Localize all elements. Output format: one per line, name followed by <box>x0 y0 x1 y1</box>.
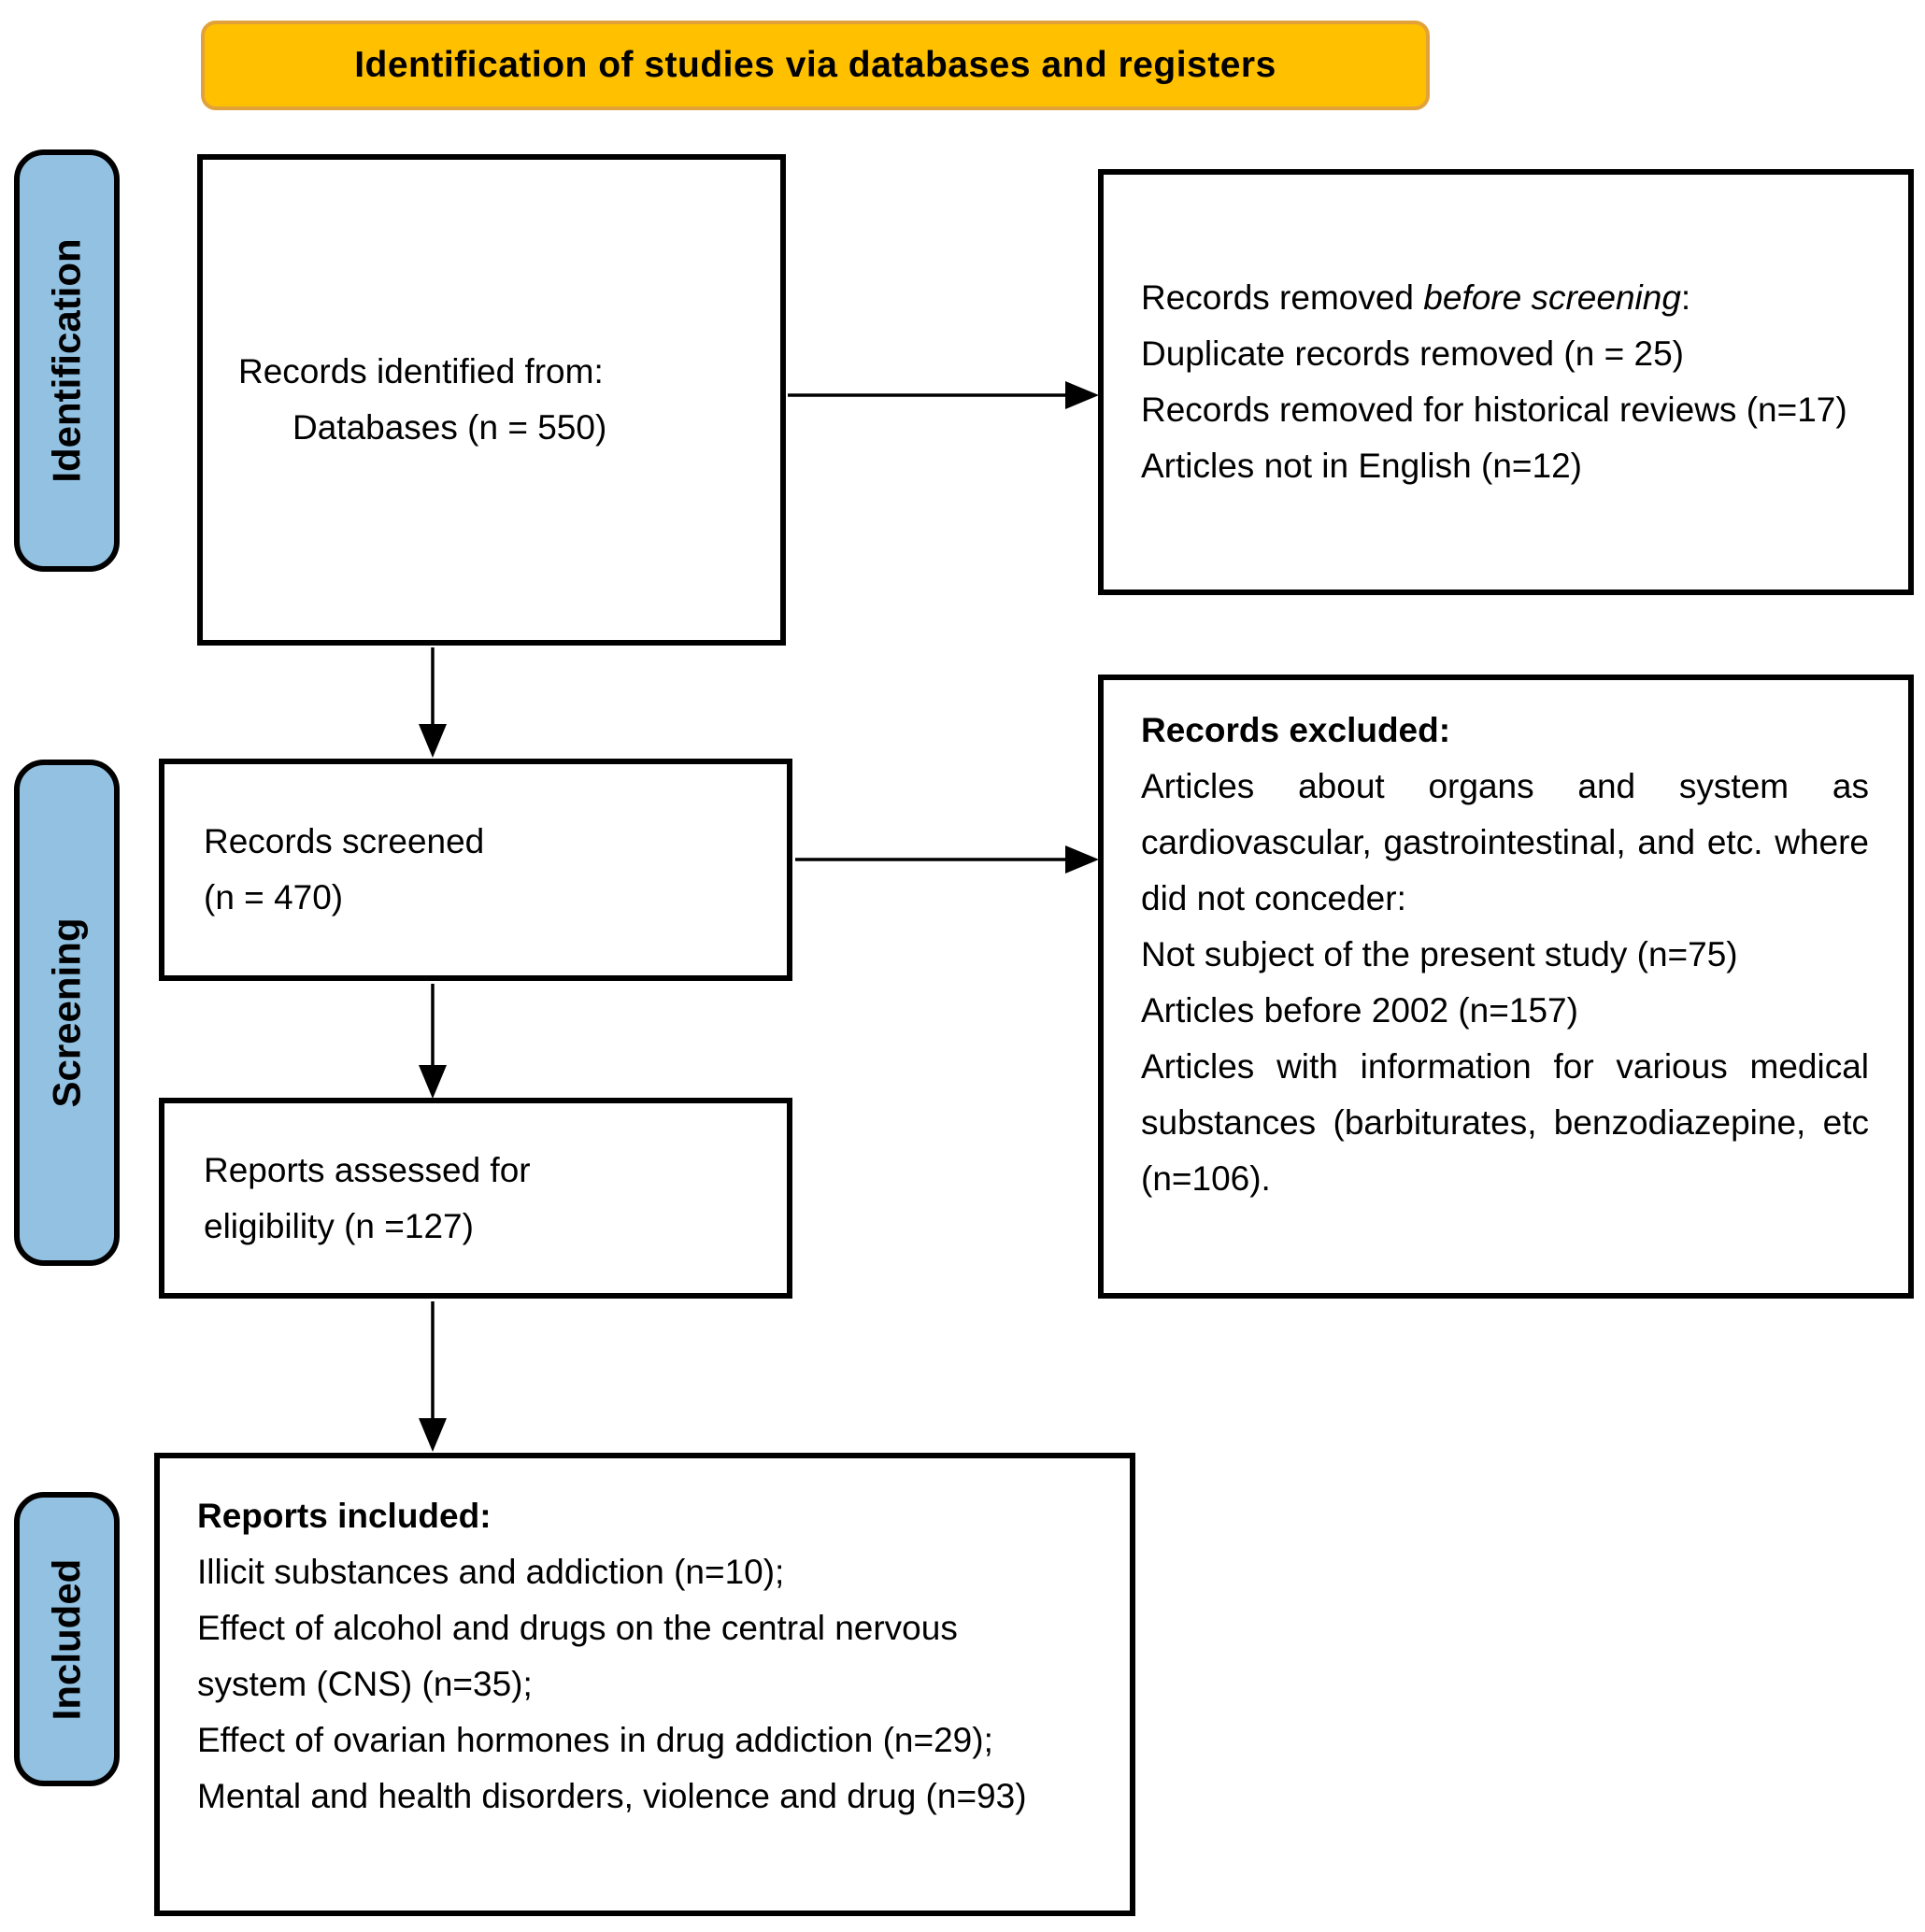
records-excluded-item: Articles about organs and system as card… <box>1141 767 1869 917</box>
records-removed-item: Records removed for historical reviews (… <box>1141 391 1847 429</box>
reports-assessed-box: Reports assessed for eligibility (n =127… <box>159 1098 792 1299</box>
records-screened-box: Records screened (n = 470) <box>159 759 792 981</box>
reports-included-box: Reports included: Illicit substances and… <box>154 1453 1135 1916</box>
reports-included-heading: Reports included: <box>197 1497 492 1535</box>
records-excluded-box: Records excluded: Articles about organs … <box>1098 675 1914 1299</box>
banner-title: Identification of studies via databases … <box>354 45 1276 85</box>
records-removed-intro: Records removed before screening: <box>1141 270 1869 326</box>
reports-included-item: Effect of ovarian hormones in drug addic… <box>197 1721 993 1759</box>
records-removed-box: Records removed before screening: Duplic… <box>1098 169 1914 595</box>
records-identified-line2: Databases (n = 550) <box>292 408 607 447</box>
stage-identification-label: Identification <box>44 238 89 483</box>
arrow-identified-to-screened <box>419 647 447 758</box>
records-screened-line2: (n = 470) <box>204 878 344 916</box>
records-removed-item: Articles not in English (n=12) <box>1141 447 1582 485</box>
stage-screening: Screening <box>14 760 120 1266</box>
records-excluded-heading: Records excluded: <box>1141 711 1451 749</box>
records-removed-intro-italic: before screening <box>1423 278 1681 317</box>
records-removed-intro-prefix: Records removed <box>1141 278 1424 317</box>
records-excluded-item: Not subject of the present study (n=75) <box>1141 935 1738 973</box>
reports-included-item: Mental and health disorders, violence an… <box>197 1777 1027 1815</box>
reports-assessed-line2: eligibility (n =127) <box>204 1206 474 1245</box>
reports-assessed-line1: Reports assessed for <box>204 1150 531 1189</box>
reports-included-item: Effect of alcohol and drugs on the centr… <box>197 1609 958 1703</box>
stage-included-label: Included <box>44 1558 89 1720</box>
arrow-assessed-to-included <box>419 1301 447 1452</box>
arrow-identified-to-removed <box>788 381 1099 409</box>
records-removed-intro-suffix: : <box>1680 278 1691 317</box>
records-screened-line1: Records screened <box>204 822 485 860</box>
stage-included: Included <box>14 1492 120 1786</box>
records-excluded-item: Articles with information for various me… <box>1141 1047 1869 1198</box>
reports-included-item: Illicit substances and addiction (n=10); <box>197 1553 785 1591</box>
records-excluded-item: Articles before 2002 (n=157) <box>1141 991 1578 1030</box>
records-identified-line1: Records identified from: <box>238 352 604 391</box>
stage-screening-label: Screening <box>44 917 89 1108</box>
arrow-screened-to-assessed <box>419 984 447 1099</box>
records-removed-item: Duplicate records removed (n = 25) <box>1141 334 1684 373</box>
arrow-screened-to-excluded <box>795 845 1099 874</box>
stage-identification: Identification <box>14 149 120 572</box>
records-identified-box: Records identified from: Databases (n = … <box>197 154 786 646</box>
banner: Identification of studies via databases … <box>201 21 1430 110</box>
